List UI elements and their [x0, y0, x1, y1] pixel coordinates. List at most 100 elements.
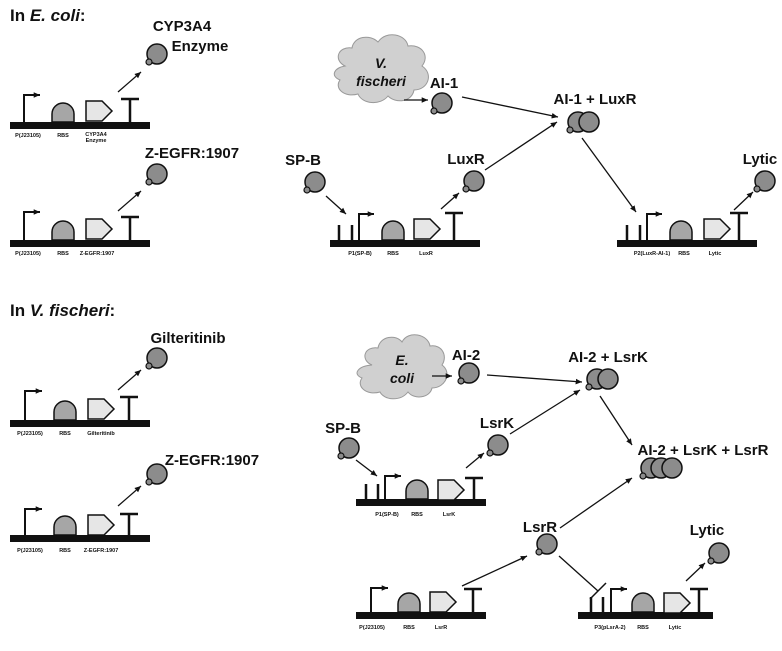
- promoter-label: P1(SP-B): [348, 251, 372, 257]
- promoter-arrow-icon: [610, 586, 627, 612]
- terminator-icon: [120, 512, 138, 535]
- cloud-label: V.: [375, 55, 387, 71]
- gilteritinib-label: Gilteritinib: [151, 330, 226, 347]
- gene-label: Enzyme: [86, 138, 107, 144]
- ecoli-construct-zegfr: P(J23105) RBS Z-EGFR:1907: [10, 209, 150, 257]
- vfischeri-section-title: In V. fischeri:: [10, 301, 116, 320]
- lytic-protein-icon: [753, 170, 776, 193]
- gene-label: CYP3A4: [85, 132, 107, 138]
- terminator-icon: [465, 476, 483, 499]
- promoter-label: P(J23105): [359, 625, 385, 631]
- promoter-arrow-icon: [24, 388, 42, 420]
- operator-icon: [589, 597, 605, 612]
- cds-icon: [429, 591, 458, 613]
- operator-icon: [337, 225, 354, 240]
- gene-label: Gilteritinib: [87, 431, 115, 437]
- vfischeri-construct-zegfr: P(J23105) RBS Z-EGFR:1907: [10, 506, 150, 554]
- ai2-lsrk-lsrr-complex-icon: [639, 457, 683, 480]
- spb-label: SP-B: [325, 420, 361, 437]
- ecoli-cloud-icon: [356, 334, 448, 400]
- operator-icon: [625, 225, 642, 240]
- cds-icon: [85, 100, 114, 122]
- rbs-label: RBS: [59, 548, 71, 554]
- rbs-label: RBS: [678, 251, 690, 257]
- ai2-label: AI-2: [452, 347, 480, 364]
- lsrk-label: LsrK: [480, 415, 514, 432]
- ai2-lsrk-lsrr-complex-label: AI-2 + LsrK + LsrR: [638, 442, 769, 459]
- lsrk-protein-icon: [486, 434, 509, 457]
- promoter-label: P(J23105): [17, 548, 43, 554]
- rbs-label: RBS: [57, 251, 69, 257]
- promoter-arrow-icon: [384, 473, 401, 499]
- cds-icon: [413, 218, 442, 240]
- ai2-lsrk-complex-label: AI-2 + LsrK: [568, 349, 648, 366]
- gene-label: Lytic: [669, 625, 682, 631]
- spb-protein-icon: [337, 437, 360, 460]
- rbs-label: RBS: [403, 625, 415, 631]
- vfischeri-construct-lsrk: P1(SP-B) RBS LsrK: [356, 473, 486, 518]
- rbs-icon: [669, 220, 693, 241]
- vfischeri-organism: V. fischeri: [29, 301, 110, 320]
- cds-icon: [85, 218, 114, 240]
- ai1-luxr-complex-label: AI-1 + LuxR: [554, 91, 637, 108]
- terminator-icon: [121, 215, 139, 240]
- cloud-label: coli: [390, 370, 415, 386]
- lytic-label: Lytic: [690, 522, 724, 539]
- rbs-icon: [405, 479, 429, 500]
- zegfr-protein-icon: [145, 163, 168, 186]
- gene-label: LsrR: [435, 625, 448, 631]
- promoter-label: P3(pLsrA-2): [594, 625, 625, 631]
- terminator-icon: [121, 97, 139, 122]
- rbs-label: RBS: [57, 133, 69, 139]
- spb-label: SP-B: [285, 152, 321, 169]
- cds-icon: [87, 514, 116, 536]
- promoter-arrow-icon: [646, 211, 662, 240]
- promoter-label: P1(SP-B): [375, 512, 399, 518]
- enzyme-label: Enzyme: [172, 38, 229, 55]
- promoter-arrow-icon: [24, 506, 42, 535]
- lsrr-protein-icon: [535, 533, 558, 556]
- rbs-label: RBS: [411, 512, 423, 518]
- zegfr-label: Z-EGFR:1907: [145, 145, 239, 162]
- ecoli-construct-lytic: P2(LuxR-AI-1) RBS Lytic: [617, 211, 757, 257]
- rbs-icon: [53, 515, 77, 536]
- cyp3a4-protein-icon: [145, 43, 168, 66]
- cloud-label: E.: [395, 352, 408, 368]
- luxr-protein-icon: [462, 170, 485, 193]
- ai2-protein-icon: [457, 362, 480, 385]
- repression-line: [558, 555, 607, 600]
- vfischeri-cloud-icon: [333, 34, 429, 103]
- ai1-label: AI-1: [430, 75, 458, 92]
- rbs-label: RBS: [637, 625, 649, 631]
- gilteritinib-protein-icon: [145, 347, 168, 370]
- ecoli-section-title: In E. coli:: [10, 6, 86, 25]
- vfischeri-construct-gilteritinib: P(J23105) RBS Gilteritinib: [10, 388, 150, 437]
- rbs-label: RBS: [387, 251, 399, 257]
- cds-icon: [663, 592, 692, 614]
- cds-icon: [437, 479, 466, 501]
- gene-label: Z-EGFR:1907: [84, 548, 119, 554]
- ai2-lsrk-complex-icon: [585, 368, 619, 391]
- rbs-icon: [53, 400, 77, 421]
- cds-icon: [87, 398, 116, 420]
- promoter-arrow-icon: [370, 585, 388, 612]
- lytic-label: Lytic: [743, 151, 777, 168]
- lsrr-label: LsrR: [523, 519, 557, 536]
- ai1-protein-icon: [430, 92, 453, 115]
- promoter-label: P2(LuxR-AI-1): [634, 251, 671, 257]
- rbs-icon: [381, 220, 405, 241]
- rbs-icon: [51, 102, 75, 123]
- operator-icon: [364, 484, 380, 499]
- gene-label: Lytic: [709, 251, 722, 257]
- ai1-luxr-complex-icon: [566, 111, 600, 134]
- promoter-arrow-icon: [23, 209, 40, 240]
- promoter-arrow-icon: [358, 211, 374, 240]
- rbs-icon: [51, 220, 75, 241]
- gene-label: Z-EGFR:1907: [80, 251, 115, 257]
- terminator-icon: [464, 587, 482, 612]
- cyp3a4-label: CYP3A4: [153, 18, 212, 35]
- promoter-arrow-icon: [23, 92, 40, 122]
- terminator-icon: [690, 587, 708, 612]
- rbs-icon: [631, 592, 655, 613]
